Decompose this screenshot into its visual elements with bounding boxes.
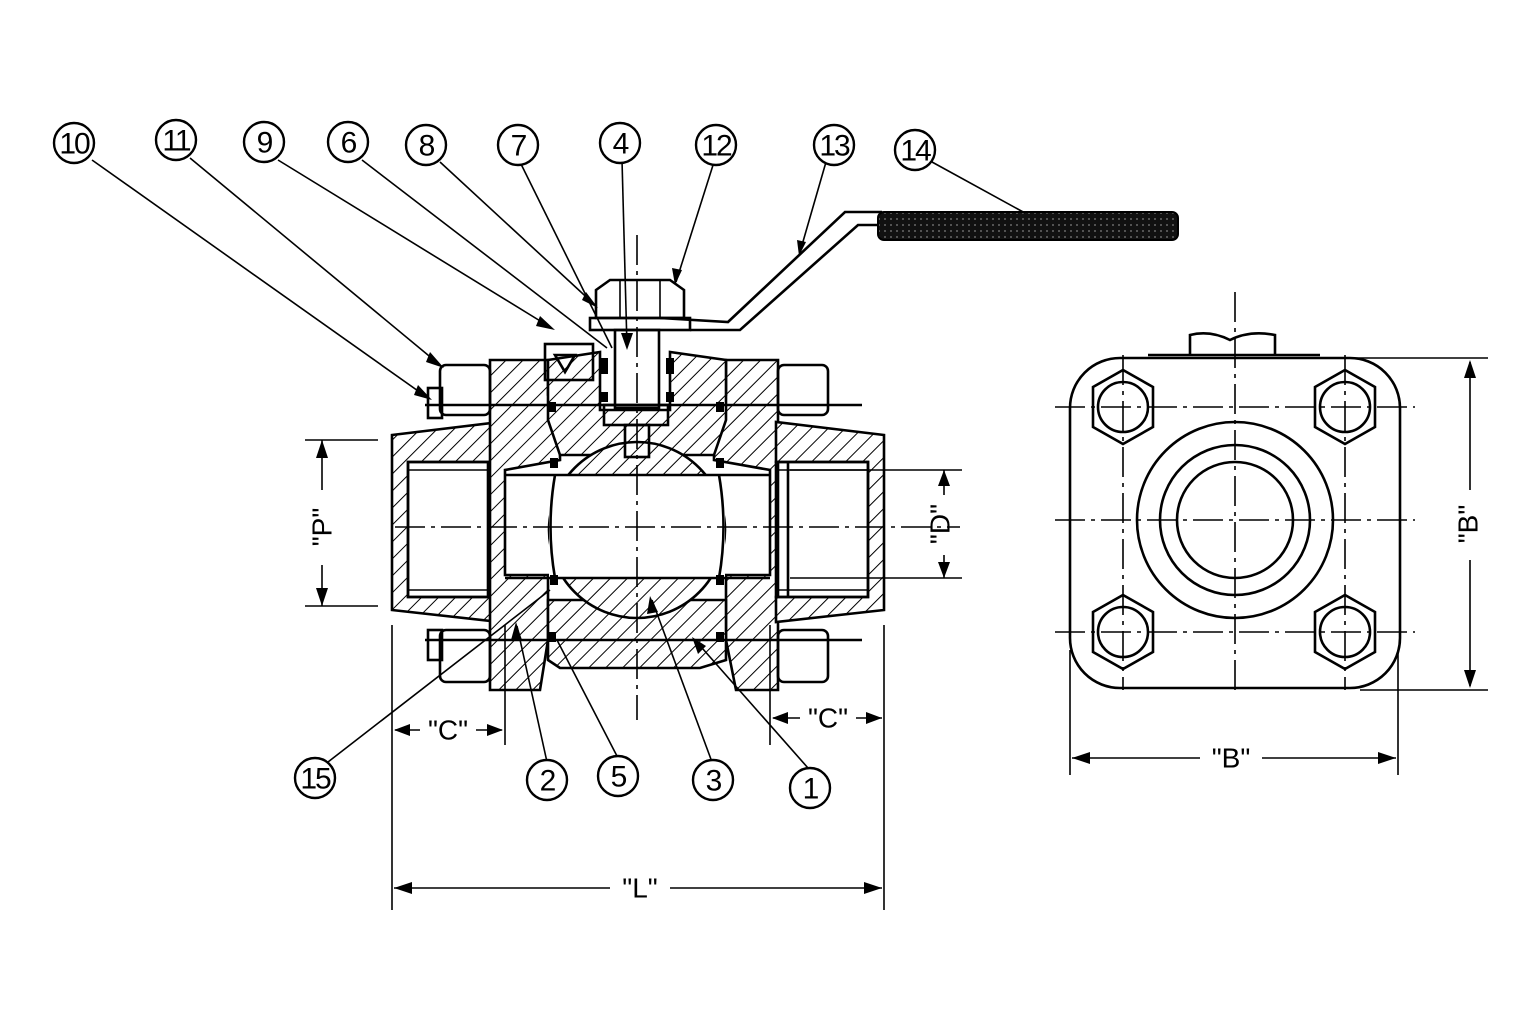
end-view xyxy=(1055,292,1415,690)
svg-text:1: 1 xyxy=(803,773,819,806)
dim-label-d: "D" xyxy=(925,504,956,544)
svg-text:15: 15 xyxy=(300,763,331,796)
callout-15: 15 xyxy=(293,756,337,800)
svg-text:3: 3 xyxy=(706,765,722,798)
dimensions-section xyxy=(305,439,962,910)
stem-nut xyxy=(588,278,692,332)
callout-12: 12 xyxy=(694,123,738,167)
dim-label-l: "L" xyxy=(622,873,657,904)
callout-7: 7 xyxy=(496,123,540,167)
callout-14: 14 xyxy=(893,128,937,172)
callout-9: 9 xyxy=(242,120,286,164)
dim-label-c-right: "C" xyxy=(808,703,848,734)
dimensions-end xyxy=(1069,357,1488,775)
callout-10: 10 xyxy=(52,121,96,165)
section-view xyxy=(390,210,1179,720)
svg-text:4: 4 xyxy=(613,128,629,161)
callout-4: 4 xyxy=(598,121,642,165)
seat-seals xyxy=(548,402,724,642)
body-bolts xyxy=(425,363,862,684)
leader-lines xyxy=(91,157,1026,769)
svg-text:8: 8 xyxy=(419,130,435,163)
dim-label-b-horizontal: "B" xyxy=(1212,743,1251,774)
callout-11: 11 xyxy=(154,118,198,162)
callout-5: 5 xyxy=(596,754,640,798)
svg-text:12: 12 xyxy=(701,130,732,163)
handle xyxy=(659,210,1179,332)
dim-label-b-vertical: "B" xyxy=(1453,505,1484,544)
svg-text:11: 11 xyxy=(162,125,190,158)
svg-text:7: 7 xyxy=(511,130,527,163)
stem xyxy=(543,328,674,459)
callout-2: 2 xyxy=(525,758,569,802)
right-end-cap xyxy=(774,420,886,624)
dim-label-c-left: "C" xyxy=(428,715,468,746)
svg-text:5: 5 xyxy=(611,761,627,794)
left-end-cap xyxy=(390,420,502,624)
callout-1: 1 xyxy=(788,766,832,810)
callout-6: 6 xyxy=(326,120,370,164)
svg-text:14: 14 xyxy=(900,135,931,168)
callout-3: 3 xyxy=(691,758,735,802)
svg-text:2: 2 xyxy=(540,765,556,798)
callout-13: 13 xyxy=(812,123,856,167)
svg-text:13: 13 xyxy=(819,130,850,163)
svg-text:10: 10 xyxy=(59,128,90,161)
callout-8: 8 xyxy=(404,123,448,167)
svg-text:6: 6 xyxy=(341,127,357,160)
svg-text:9: 9 xyxy=(257,127,273,160)
dim-label-p: "P" xyxy=(307,508,338,547)
body-center xyxy=(546,598,728,670)
